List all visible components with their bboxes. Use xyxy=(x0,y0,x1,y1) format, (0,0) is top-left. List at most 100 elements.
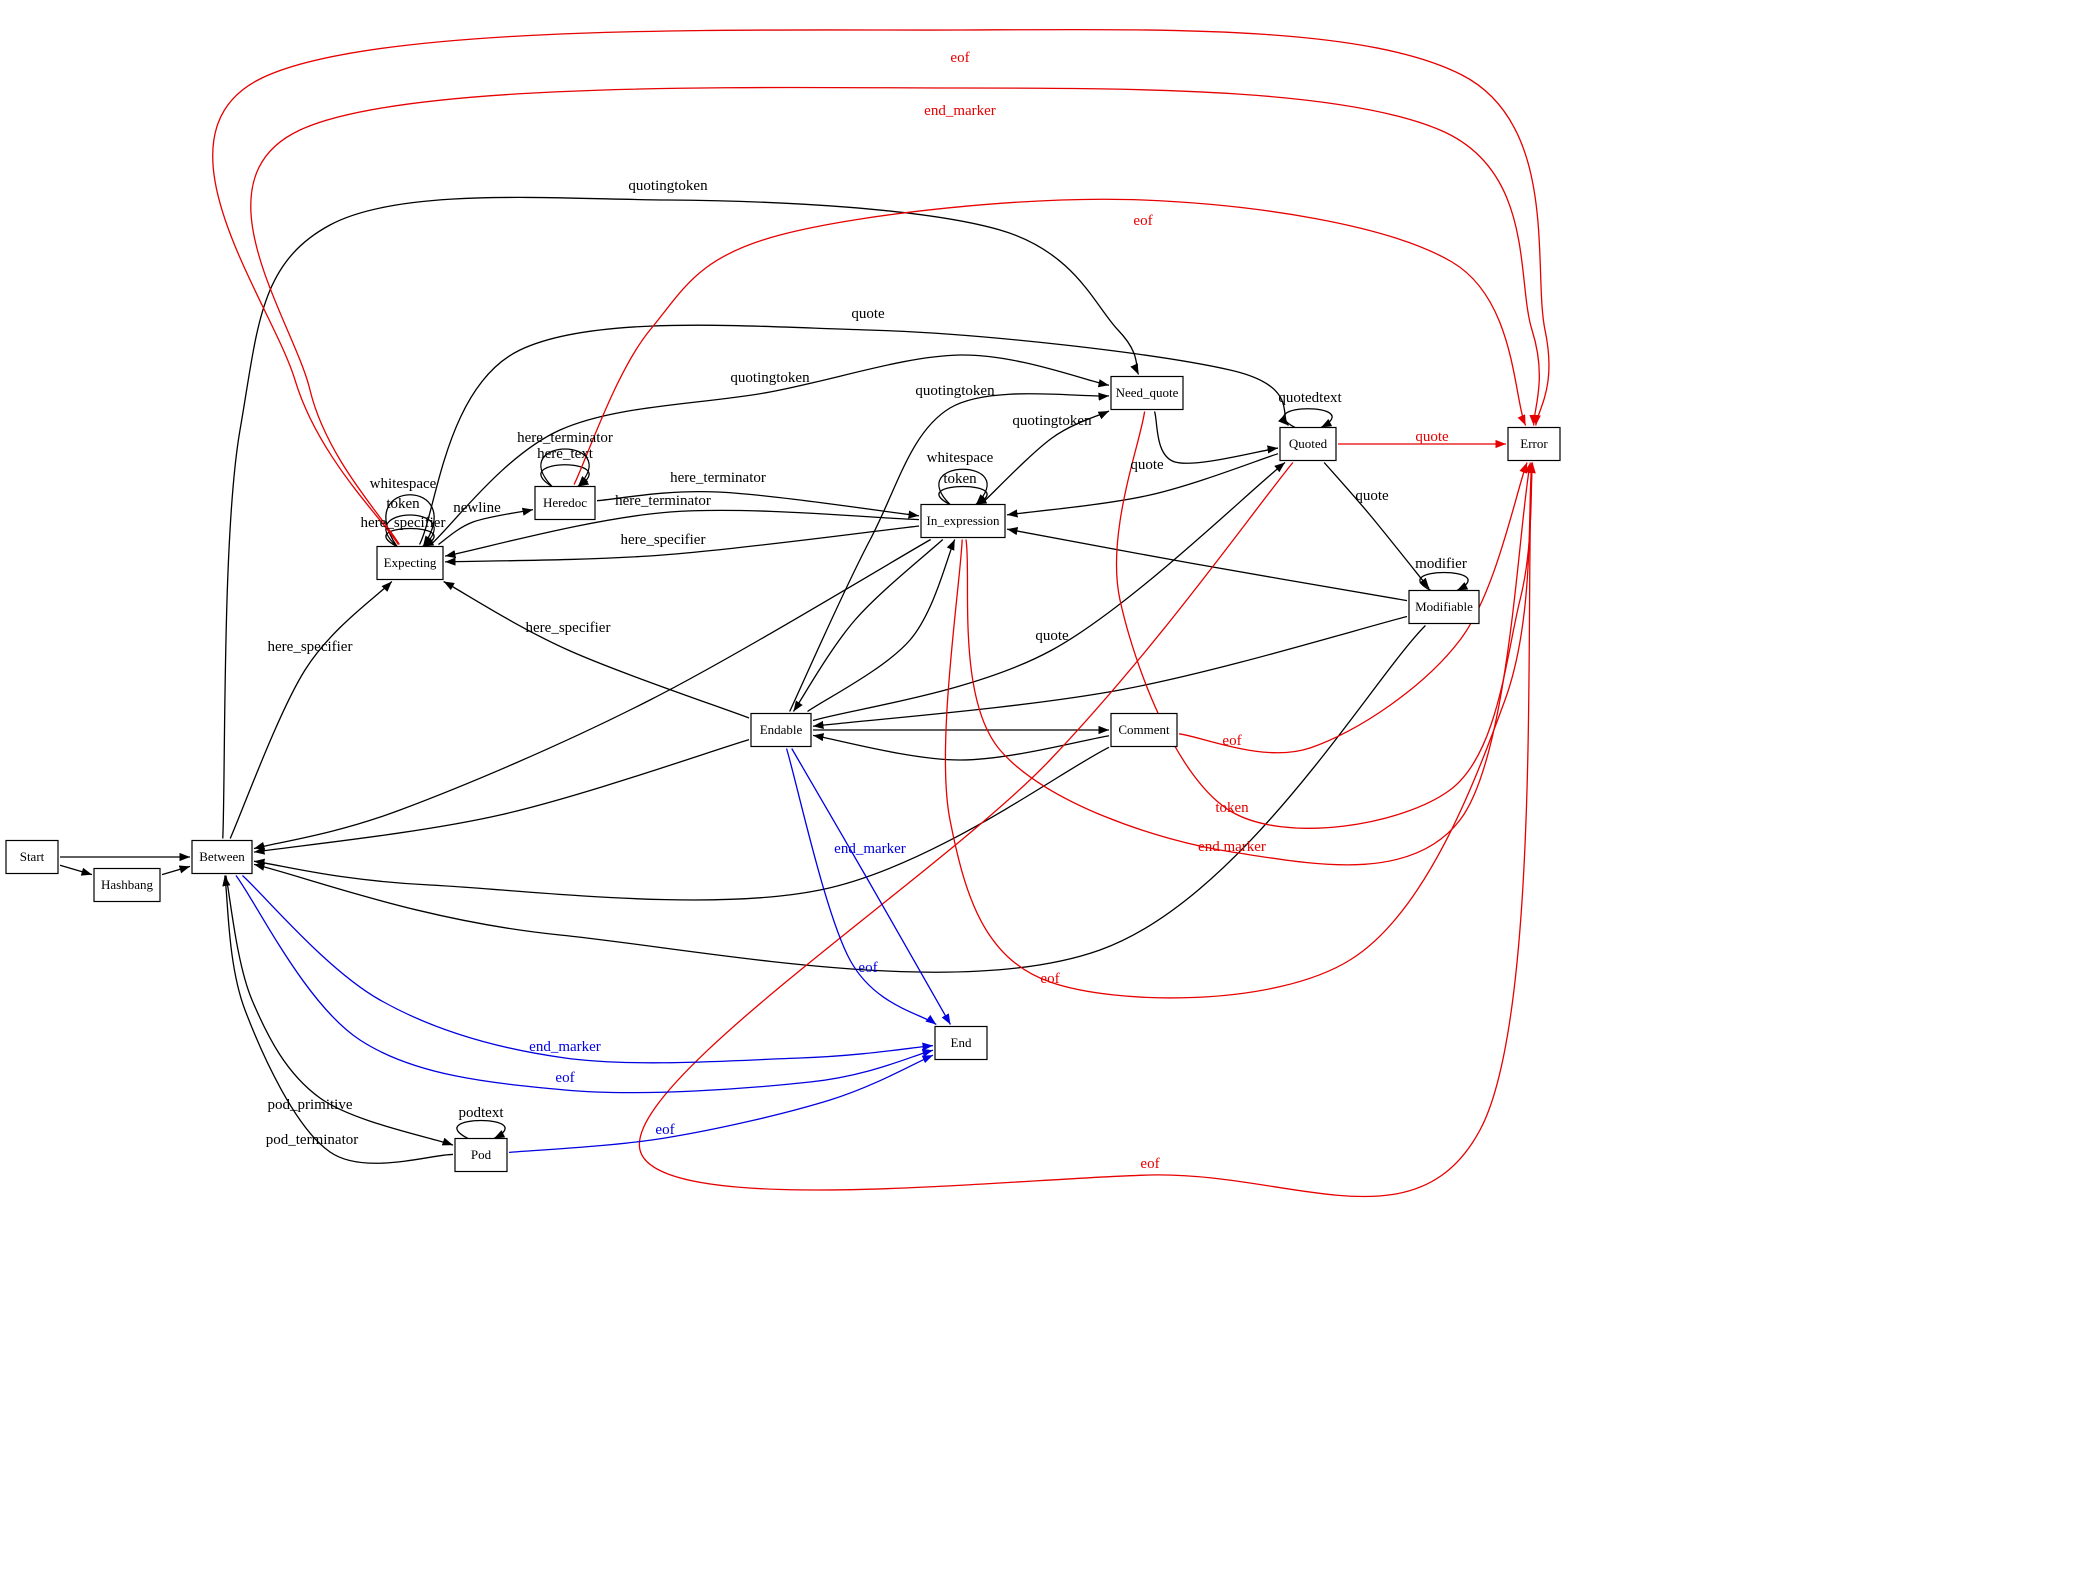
edge-in_expression-in_expression-whitespace xyxy=(938,468,988,505)
edge-label-eof: eof xyxy=(858,960,877,976)
edge-in_expression-endable xyxy=(792,539,944,712)
node-box-modifiable xyxy=(1408,589,1480,625)
edge-label-end_marker: end_marker xyxy=(924,103,996,119)
edge-pod-end-eof xyxy=(508,1054,934,1154)
edge-expecting-error-end_marker xyxy=(250,86,1540,545)
edge-label-here_specifier: here_specifier xyxy=(621,532,706,548)
edge-in_expression-expecting-here_specifier xyxy=(444,525,920,566)
node-hashbang: Hashbang xyxy=(93,867,161,903)
node-in_expression: In_expression xyxy=(920,503,1006,539)
edge-label-whitespace: whitespace xyxy=(370,476,437,492)
node-label-error: Error xyxy=(1520,436,1548,451)
edge-label-whitespace: whitespace xyxy=(927,450,994,466)
node-label-modifiable: Modifiable xyxy=(1415,599,1473,614)
edge-endable-need_quote-quotingtoken xyxy=(789,392,1110,712)
node-box-need_quote xyxy=(1110,375,1184,411)
edge-label-end_marker: end_marker xyxy=(529,1039,601,1055)
edge-pod-between-pod_terminator xyxy=(222,875,454,1164)
node-comment: Comment xyxy=(1110,712,1178,748)
edge-expecting-quoted-quote xyxy=(418,324,1290,545)
edge-in_expression-in_expression-token xyxy=(938,485,988,506)
edge-label-pod_terminator: pod_terminator xyxy=(266,1132,358,1148)
edge-label-here_text: here_text xyxy=(537,446,594,462)
edge-label-quote: quote xyxy=(851,306,885,322)
edge-endable-in_expression xyxy=(807,539,956,713)
edge-label-quote: quote xyxy=(1415,429,1449,445)
edge-label-here_specifier: here_specifier xyxy=(268,639,353,655)
edge-label-quotingtoken: quotingtoken xyxy=(628,178,708,194)
node-box-error xyxy=(1507,426,1561,462)
edge-expecting-heredoc-newline xyxy=(438,507,534,546)
edge-between-end-eof xyxy=(235,875,934,1094)
edge-in_expression-error-eof xyxy=(944,462,1535,999)
edge-label-quote: quote xyxy=(1130,457,1164,473)
edge-endable-expecting-here_specifier xyxy=(443,580,750,719)
edge-between-need_quote-quotingtoken xyxy=(222,196,1140,839)
edge-need_quote-quoted-quote xyxy=(1153,411,1279,464)
edge-label-eof: eof xyxy=(655,1122,674,1138)
edge-need_quote-error-token xyxy=(1115,411,1536,829)
edge-label-end_marker: end_marker xyxy=(834,841,906,857)
edge-label-quotingtoken: quotingtoken xyxy=(915,383,995,399)
edge-label-here_terminator: here_terminator xyxy=(615,493,711,509)
node-box-pod xyxy=(454,1137,508,1173)
edge-start-hashbang xyxy=(59,864,93,876)
edge-label-here_specifier: here_specifier xyxy=(361,515,446,531)
edge-heredoc-heredoc-here_terminator xyxy=(540,448,590,487)
node-between: Between xyxy=(191,839,253,875)
edge-heredoc-error-eof xyxy=(573,198,1527,485)
edge-label-end_marker: end marker xyxy=(1198,839,1266,855)
edge-label-podtext: podtext xyxy=(459,1105,505,1121)
edge-label-eof: eof xyxy=(555,1070,574,1086)
edge-in_expression-error-end_marker xyxy=(965,462,1533,866)
node-label-end: End xyxy=(951,1035,972,1050)
node-label-start: Start xyxy=(20,849,45,864)
edge-label-here_specifier: here_specifier xyxy=(526,620,611,636)
edge-between-expecting-here_specifier xyxy=(229,581,393,839)
node-end: End xyxy=(934,1025,988,1061)
node-label-endable: Endable xyxy=(760,722,803,737)
edge-in_expression-expecting-here_terminator xyxy=(444,509,920,559)
edge-label-eof: eof xyxy=(950,50,969,66)
node-box-hashbang xyxy=(93,867,161,903)
node-heredoc: Heredoc xyxy=(534,485,596,521)
edge-in_expression-between xyxy=(253,538,931,850)
node-box-comment xyxy=(1110,712,1178,748)
edge-comment-error-eof xyxy=(1178,462,1528,754)
edge-in_expression-need_quote-quotingtoken xyxy=(982,410,1110,503)
node-box-endable xyxy=(750,712,812,748)
node-label-hashbang: Hashbang xyxy=(101,877,153,892)
node-box-end xyxy=(934,1025,988,1061)
edge-endable-quoted-quote xyxy=(812,461,1286,722)
edge-expecting-need_quote-quotingtoken xyxy=(430,354,1110,545)
node-modifiable: Modifiable xyxy=(1408,589,1480,625)
edge-between-pod-pod_primitive xyxy=(225,875,454,1146)
node-box-heredoc xyxy=(534,485,596,521)
edge-endable-between xyxy=(253,739,750,855)
edge-expecting-error-eof xyxy=(212,28,1550,545)
node-label-in_expression: In_expression xyxy=(927,513,1000,528)
edge-label-pod_primitive: pod_primitive xyxy=(268,1097,353,1113)
edge-heredoc-heredoc-here_text xyxy=(540,464,590,488)
edge-endable-end-end_marker xyxy=(791,748,952,1025)
edge-comment-between xyxy=(253,746,1110,901)
edge-label-eof: eof xyxy=(1133,213,1152,229)
edge-quoted-in_expression xyxy=(1006,453,1279,518)
edge-label-modifier: modifier xyxy=(1415,556,1467,572)
edge-label-quote: quote xyxy=(1035,628,1069,644)
edge-heredoc-in_expression-here_terminator xyxy=(596,490,920,519)
node-quoted: Quoted xyxy=(1279,426,1337,462)
edge-modifiable-endable xyxy=(812,615,1408,730)
node-pod: Pod xyxy=(454,1137,508,1173)
node-box-between xyxy=(191,839,253,875)
edge-quoted-modifiable-quote xyxy=(1323,462,1430,589)
node-label-need_quote: Need_quote xyxy=(1116,385,1179,400)
edge-label-quotingtoken: quotingtoken xyxy=(730,370,810,386)
edge-label-quotedtext: quotedtext xyxy=(1278,390,1342,406)
node-box-start xyxy=(5,839,59,875)
edge-label-eof: eof xyxy=(1140,1156,1159,1172)
edge-modifiable-between xyxy=(253,625,1426,973)
edge-label-token: token xyxy=(386,496,420,512)
node-error: Error xyxy=(1507,426,1561,462)
node-label-pod: Pod xyxy=(471,1147,492,1162)
